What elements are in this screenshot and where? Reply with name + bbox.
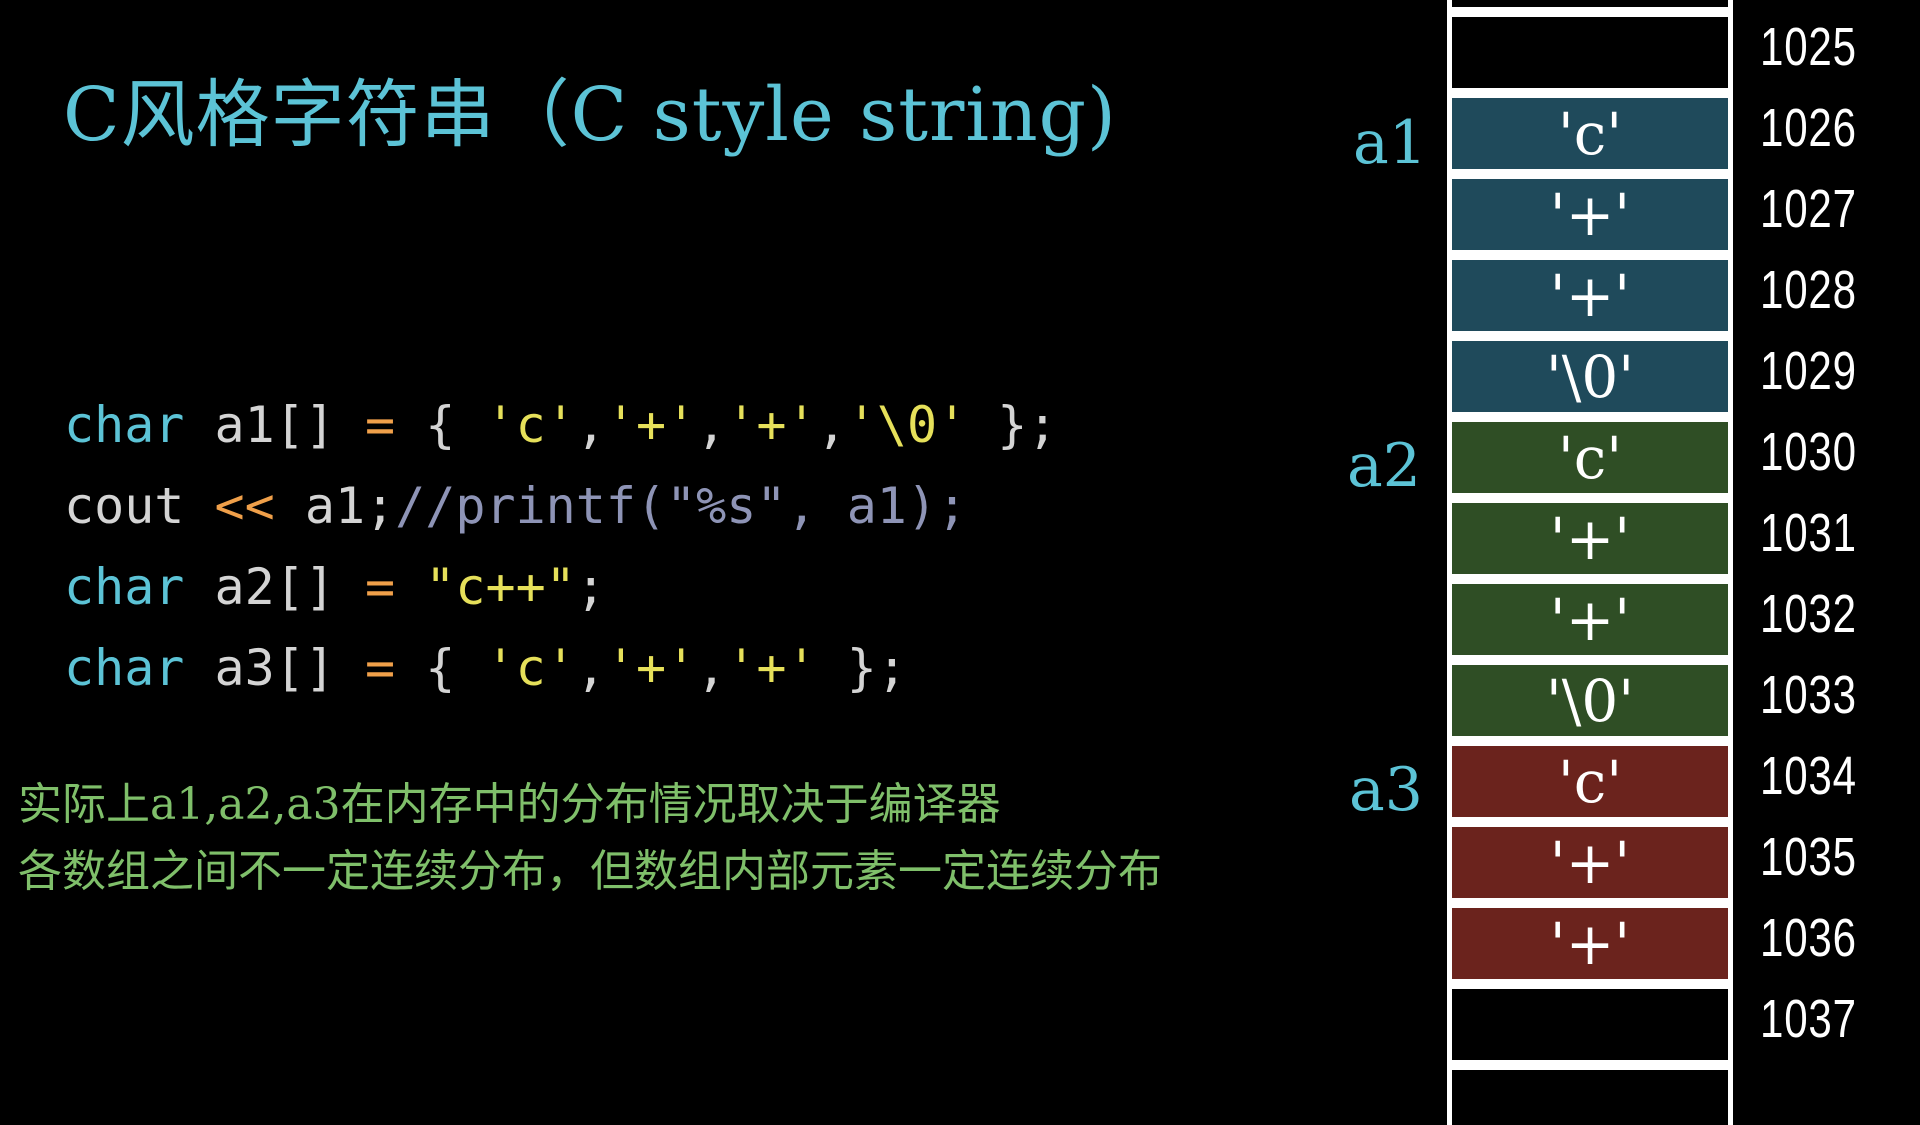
memory-address: 1027 xyxy=(1760,179,1857,239)
code-token: 'c' xyxy=(485,396,576,454)
memory-cell xyxy=(1447,12,1733,93)
memory-address: 1037 xyxy=(1760,989,1857,1049)
code-token: = xyxy=(365,558,396,616)
code-token: { xyxy=(395,396,486,454)
memory-cell: '+' xyxy=(1447,903,1733,984)
memory-address: 1034 xyxy=(1760,746,1857,806)
memory-cell xyxy=(1447,984,1733,1065)
code-token: , xyxy=(696,396,727,454)
code-token: , xyxy=(575,396,606,454)
code-token: = xyxy=(365,396,396,454)
code-token: cout xyxy=(64,477,215,535)
memory-address: 1035 xyxy=(1760,827,1857,887)
code-token: ; xyxy=(575,558,606,616)
code-line: char a1[] = { 'c','+','+','\0' }; xyxy=(64,385,1057,466)
code-token: }; xyxy=(816,639,907,697)
memory-cell: '+' xyxy=(1447,498,1733,579)
memory-cell: '+' xyxy=(1447,255,1733,336)
code-token: '+' xyxy=(605,396,697,454)
memory-address: 1025 xyxy=(1760,17,1857,77)
memory-cell: 'c' xyxy=(1447,93,1733,174)
label-a2: a2 xyxy=(1347,431,1421,501)
code-token: { xyxy=(395,639,486,697)
code-token: '+' xyxy=(726,396,817,454)
code-token: char xyxy=(64,639,185,697)
code-token: '+' xyxy=(726,639,817,697)
memory-cell: '\0' xyxy=(1447,336,1733,417)
memory-address: 1032 xyxy=(1760,584,1857,644)
memory-address: 1026 xyxy=(1760,98,1857,158)
code-token: }; xyxy=(967,396,1058,454)
code-token: , xyxy=(575,639,606,697)
slide-title: C风格字符串（C style string) xyxy=(63,72,1117,158)
note-line-1: 实际上a1,a2,a3在内存中的分布情况取决于编译器 xyxy=(18,779,1001,830)
code-token: a3[] xyxy=(184,639,366,697)
code-line: char a3[] = { 'c','+','+' }; xyxy=(64,628,1057,709)
memory-address: 1030 xyxy=(1760,422,1857,482)
code-token: a1[] xyxy=(184,396,366,454)
code-token: //printf("%s", a1); xyxy=(395,477,968,535)
code-token: a1; xyxy=(274,477,396,535)
code-token: char xyxy=(64,558,185,616)
label-a1: a1 xyxy=(1353,108,1427,178)
note-line-2: 各数组之间不一定连续分布，但数组内部元素一定连续分布 xyxy=(18,846,1162,897)
memory-cell: 'c' xyxy=(1447,741,1733,822)
code-line: cout << a1;//printf("%s", a1); xyxy=(64,466,1057,547)
memory-cell: '+' xyxy=(1447,822,1733,903)
code-token: '\0' xyxy=(846,396,968,454)
code-line: char a2[] = "c++"; xyxy=(64,547,1057,628)
memory-cell xyxy=(1447,1065,1733,1125)
memory-address: 1031 xyxy=(1760,503,1857,563)
label-a3: a3 xyxy=(1349,755,1423,825)
memory-cell: 'c' xyxy=(1447,417,1733,498)
memory-address: 1029 xyxy=(1760,341,1857,401)
memory-cell: '+' xyxy=(1447,579,1733,660)
code-token: << xyxy=(214,477,275,535)
code-token: 'c' xyxy=(485,639,576,697)
code-token: , xyxy=(696,639,727,697)
code-block: char a1[] = { 'c','+','+','\0' };cout <<… xyxy=(64,385,1057,709)
code-token: = xyxy=(365,639,396,697)
code-token: '+' xyxy=(605,639,697,697)
code-token xyxy=(395,558,425,616)
memory-cell: '\0' xyxy=(1447,660,1733,741)
memory-cell: '+' xyxy=(1447,174,1733,255)
memory-address: 1028 xyxy=(1760,260,1857,320)
code-token: "c++" xyxy=(425,558,576,616)
memory-address: 1036 xyxy=(1760,908,1857,968)
code-token: a2[] xyxy=(184,558,366,616)
code-token: , xyxy=(816,396,847,454)
memory-cell xyxy=(1447,0,1733,12)
code-token: char xyxy=(64,396,185,454)
memory-address: 1033 xyxy=(1760,665,1857,725)
